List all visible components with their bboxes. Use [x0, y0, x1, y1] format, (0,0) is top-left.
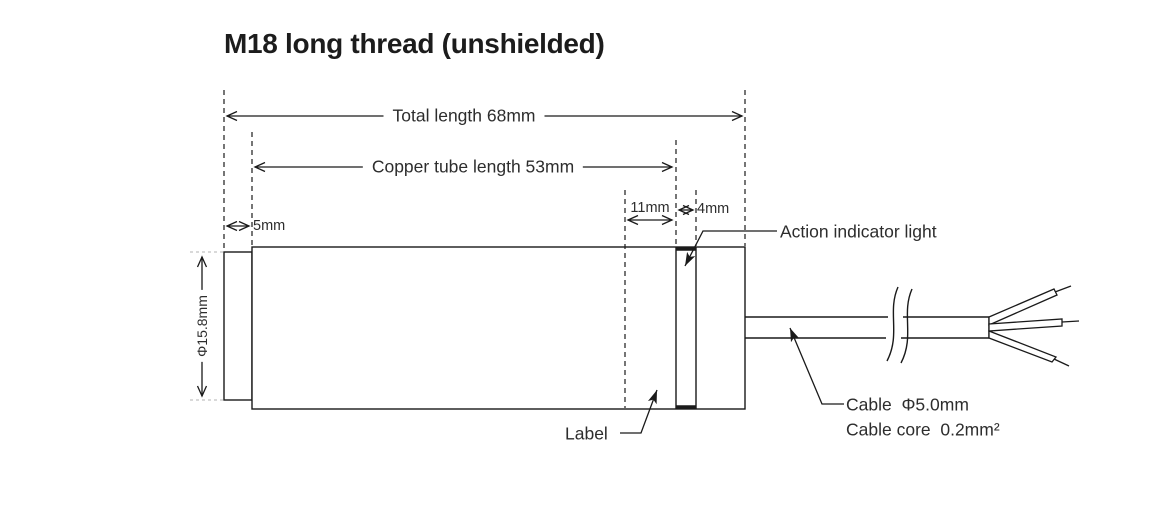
- cable-break-mark-left: [886, 286, 899, 362]
- dim-label-copper-tube: Copper tube length 53mm: [362, 156, 584, 178]
- dim-label-label-zone: 11mm: [630, 199, 670, 216]
- dim-label-tip: 5mm: [253, 217, 286, 234]
- cable: [745, 286, 990, 364]
- callout-label: Label: [565, 423, 608, 444]
- thread-tip: [223, 251, 253, 401]
- sensor-outline: [223, 246, 746, 410]
- extension-lines: [223, 90, 746, 408]
- dim-label-diameter: Φ15.8mm: [193, 290, 211, 362]
- page-title: M18 long thread (unshielded): [224, 28, 605, 59]
- cable-wires: [988, 285, 1080, 367]
- leader-action-indicator: [684, 230, 777, 267]
- leader-cable: [789, 327, 844, 405]
- wire-lower: [988, 330, 1058, 363]
- sensor-body: [251, 246, 746, 410]
- wire-upper: [988, 288, 1058, 326]
- dim-label-total-length: Total length 68mm: [383, 105, 545, 127]
- wire-upper-tip: [1054, 285, 1072, 293]
- callout-cable-core: Cable core 0.2mm²: [846, 419, 1000, 440]
- leader-lines: [620, 230, 844, 434]
- wire-middle-tip: [1061, 320, 1080, 323]
- callout-action-indicator: Action indicator light: [780, 221, 937, 242]
- dim-label-indicator-zone: 4mm: [697, 200, 730, 217]
- leader-label: [620, 389, 658, 434]
- wire-lower-tip: [1053, 358, 1070, 367]
- callout-cable-diameter: Cable Φ5.0mm: [846, 394, 969, 415]
- wire-middle: [988, 318, 1063, 332]
- cable-break-mark-right: [900, 288, 913, 364]
